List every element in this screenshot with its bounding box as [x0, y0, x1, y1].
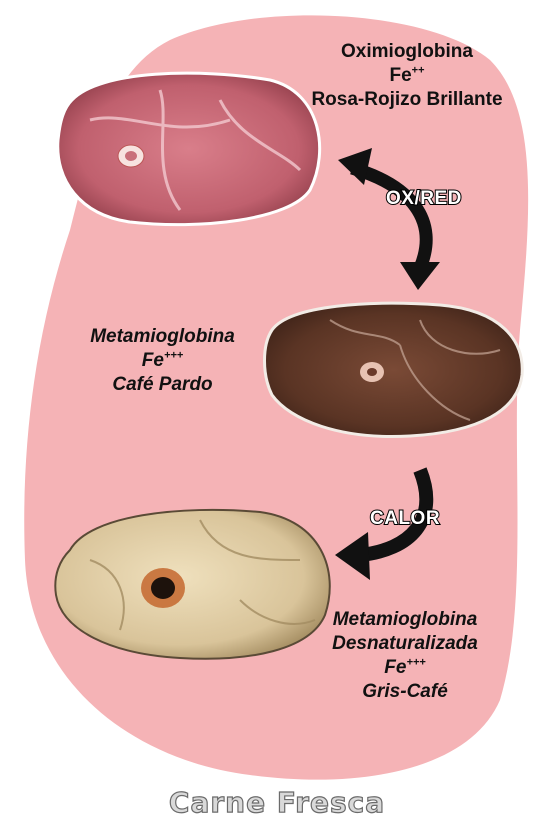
state-name: Metamioglobina: [285, 608, 525, 632]
calor-label: CALOR: [370, 508, 440, 530]
iron-symbol: Fe: [142, 350, 164, 371]
iron-symbol: Fe: [389, 65, 411, 86]
state-color: Rosa-Rojizo Brillante: [262, 88, 552, 112]
state-color: Café Pardo: [50, 373, 275, 397]
meat-slice-brown: [265, 303, 523, 436]
label-metamioglobina-desnaturalizada: Metamioglobina Desnaturalizada Fe+++ Gri…: [285, 608, 525, 704]
footer-title: Carne Fresca: [0, 786, 554, 819]
iron-charge: +++: [164, 350, 183, 362]
label-oximioglobina: Oximioglobina Fe++ Rosa-Rojizo Brillante: [262, 40, 552, 112]
iron-label: Fe++: [262, 64, 552, 88]
iron-charge: ++: [412, 65, 425, 77]
state-name: Metamioglobina: [50, 325, 275, 349]
state-name-2: Desnaturalizada: [285, 632, 525, 656]
iron-symbol: Fe: [384, 657, 406, 678]
state-name: Oximioglobina: [262, 40, 552, 64]
iron-label: Fe+++: [285, 656, 525, 680]
label-metamioglobina: Metamioglobina Fe+++ Café Pardo: [50, 325, 275, 397]
state-color: Gris-Café: [285, 680, 525, 704]
iron-label: Fe+++: [50, 349, 275, 373]
ox-red-label: OX/RED: [386, 188, 462, 210]
iron-charge: +++: [406, 657, 425, 669]
